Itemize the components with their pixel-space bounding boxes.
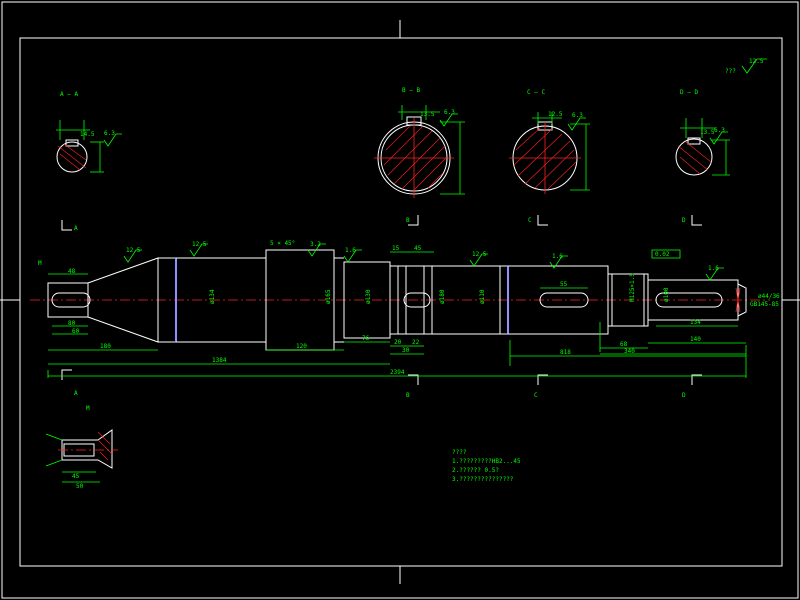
cut-letter-a-bottom: A [74, 390, 78, 397]
dim-seg-30: 30 [402, 347, 410, 354]
detail-m: M 45 50 [45, 405, 118, 490]
thread-spec: ø44/36 [758, 293, 780, 300]
dim-thread: M125×1.5 [629, 273, 636, 302]
section-d-key-width: 13.5 [700, 129, 715, 136]
section-b-roughness: 6.3 [444, 109, 455, 116]
section-a-a-title: A — A [60, 91, 78, 98]
notes-title: ???? [452, 449, 467, 456]
section-a-key-width: 14.5 [80, 131, 95, 138]
section-d-d-title: D — D [680, 89, 698, 96]
dim-phi134: ø134 [209, 289, 216, 304]
section-d-roughness: 6.3 [714, 127, 725, 134]
shaft-gear-seat [389, 265, 501, 335]
detail-m-dim-50: 50 [76, 483, 84, 490]
dim-phi110: ø110 [479, 289, 486, 304]
cut-letter-d-top: D [682, 217, 686, 224]
dim-tapered-end: 180 [100, 343, 111, 350]
cut-letter-a-top: A [74, 225, 78, 232]
section-c-roughness: 6.3 [572, 112, 583, 119]
section-a-roughness: 6.3 [104, 130, 115, 137]
dim-seg-76: 76 [362, 335, 370, 342]
shaft-roughness-marks: 12.5 3.2 1.6 12.5 1.6 1.6 0.02 12.5 [123, 241, 724, 281]
section-b-b: B — B 13.5 6.3 [374, 87, 465, 198]
notes-line-3: 3.??????????????? [452, 476, 514, 483]
cut-letter-d-bottom: D [682, 392, 686, 399]
section-b-key-width: 13.5 [420, 111, 435, 118]
detail-m-title: M [86, 405, 90, 412]
section-a-a: A — A 14.5 6.3 [56, 91, 122, 173]
cut-letter-b-bottom: B [406, 392, 410, 399]
shaft-dimensions: 2394 1384 818 180 120 76 20 22 30 15 45 … [47, 240, 780, 378]
detail-m-dim-45: 45 [72, 473, 80, 480]
dim-seg-22: 22 [412, 339, 420, 346]
section-c-c-title: C — C [527, 89, 545, 96]
thread-standard: GB145-85 [750, 301, 779, 308]
dim-phi180: ø180 [439, 289, 446, 304]
cut-letter-c-bottom: C [534, 392, 538, 399]
dim-seg-80: 80 [68, 320, 76, 327]
section-c-c: C — C 12.5 6.3 [509, 89, 590, 194]
cut-letter-b-top: B [406, 217, 410, 224]
roughness-1-6-a: 1.6 [345, 247, 356, 254]
roughness-1-6-b: 1.6 [552, 253, 563, 260]
dim-phi165: ø165 [325, 289, 332, 304]
cut-letter-m: M [38, 260, 42, 267]
dim-seg-68: 68 [620, 341, 628, 348]
general-roughness-note: ??? 12.5 [725, 58, 767, 75]
roughness-12-5-a: 12.5 [192, 241, 207, 248]
roughness-note-value: 12.5 [749, 58, 764, 65]
roughness-3-2: 3.2 [310, 241, 321, 248]
dim-phi130: ø130 [365, 289, 372, 304]
dim-seg-15: 15 [392, 245, 400, 252]
section-b-b-title: B — B [402, 87, 420, 94]
chamfer-note: 5 × 45° [270, 240, 295, 247]
notes-line-1: 1.?????????HB2...45 [452, 458, 521, 465]
notes-line-2: 2.?????? 0.5? [452, 467, 499, 474]
cutting-plane-markers: A A B B C C D D M [38, 215, 702, 399]
roughness-12-5-b: 12.5 [472, 251, 487, 258]
dim-seg-45: 45 [414, 245, 422, 252]
dim-phi100: ø100 [663, 287, 670, 302]
dim-seg-48: 48 [68, 268, 76, 275]
section-c-key-width: 12.5 [548, 111, 563, 118]
dim-left-length: 1384 [212, 357, 227, 364]
roughness-1-6-c: 1.6 [708, 265, 719, 272]
dim-seg-134: 134 [690, 319, 701, 326]
section-d-d: D — D 13.5 6.3 [675, 89, 730, 176]
roughness-12-5-c: 12.5 [126, 247, 141, 254]
dim-seg-140: 140 [690, 336, 701, 343]
cut-letter-c-top: C [528, 217, 532, 224]
dim-keyway-55: 55 [560, 281, 568, 288]
tolerance-frame: 0.02 [655, 251, 670, 258]
shaft-main-view [30, 249, 770, 351]
dim-seg-340: 340 [624, 348, 635, 355]
roughness-note-text: ??? [725, 68, 736, 75]
dim-right-length: 818 [560, 349, 571, 356]
dim-overall-length: 2394 [390, 369, 405, 376]
dim-seg-20: 20 [394, 339, 402, 346]
technical-notes: ???? 1.?????????HB2...45 2.?????? 0.5? 3… [452, 449, 521, 483]
dim-seg-60: 60 [72, 328, 80, 335]
dim-collar: 120 [296, 343, 307, 350]
